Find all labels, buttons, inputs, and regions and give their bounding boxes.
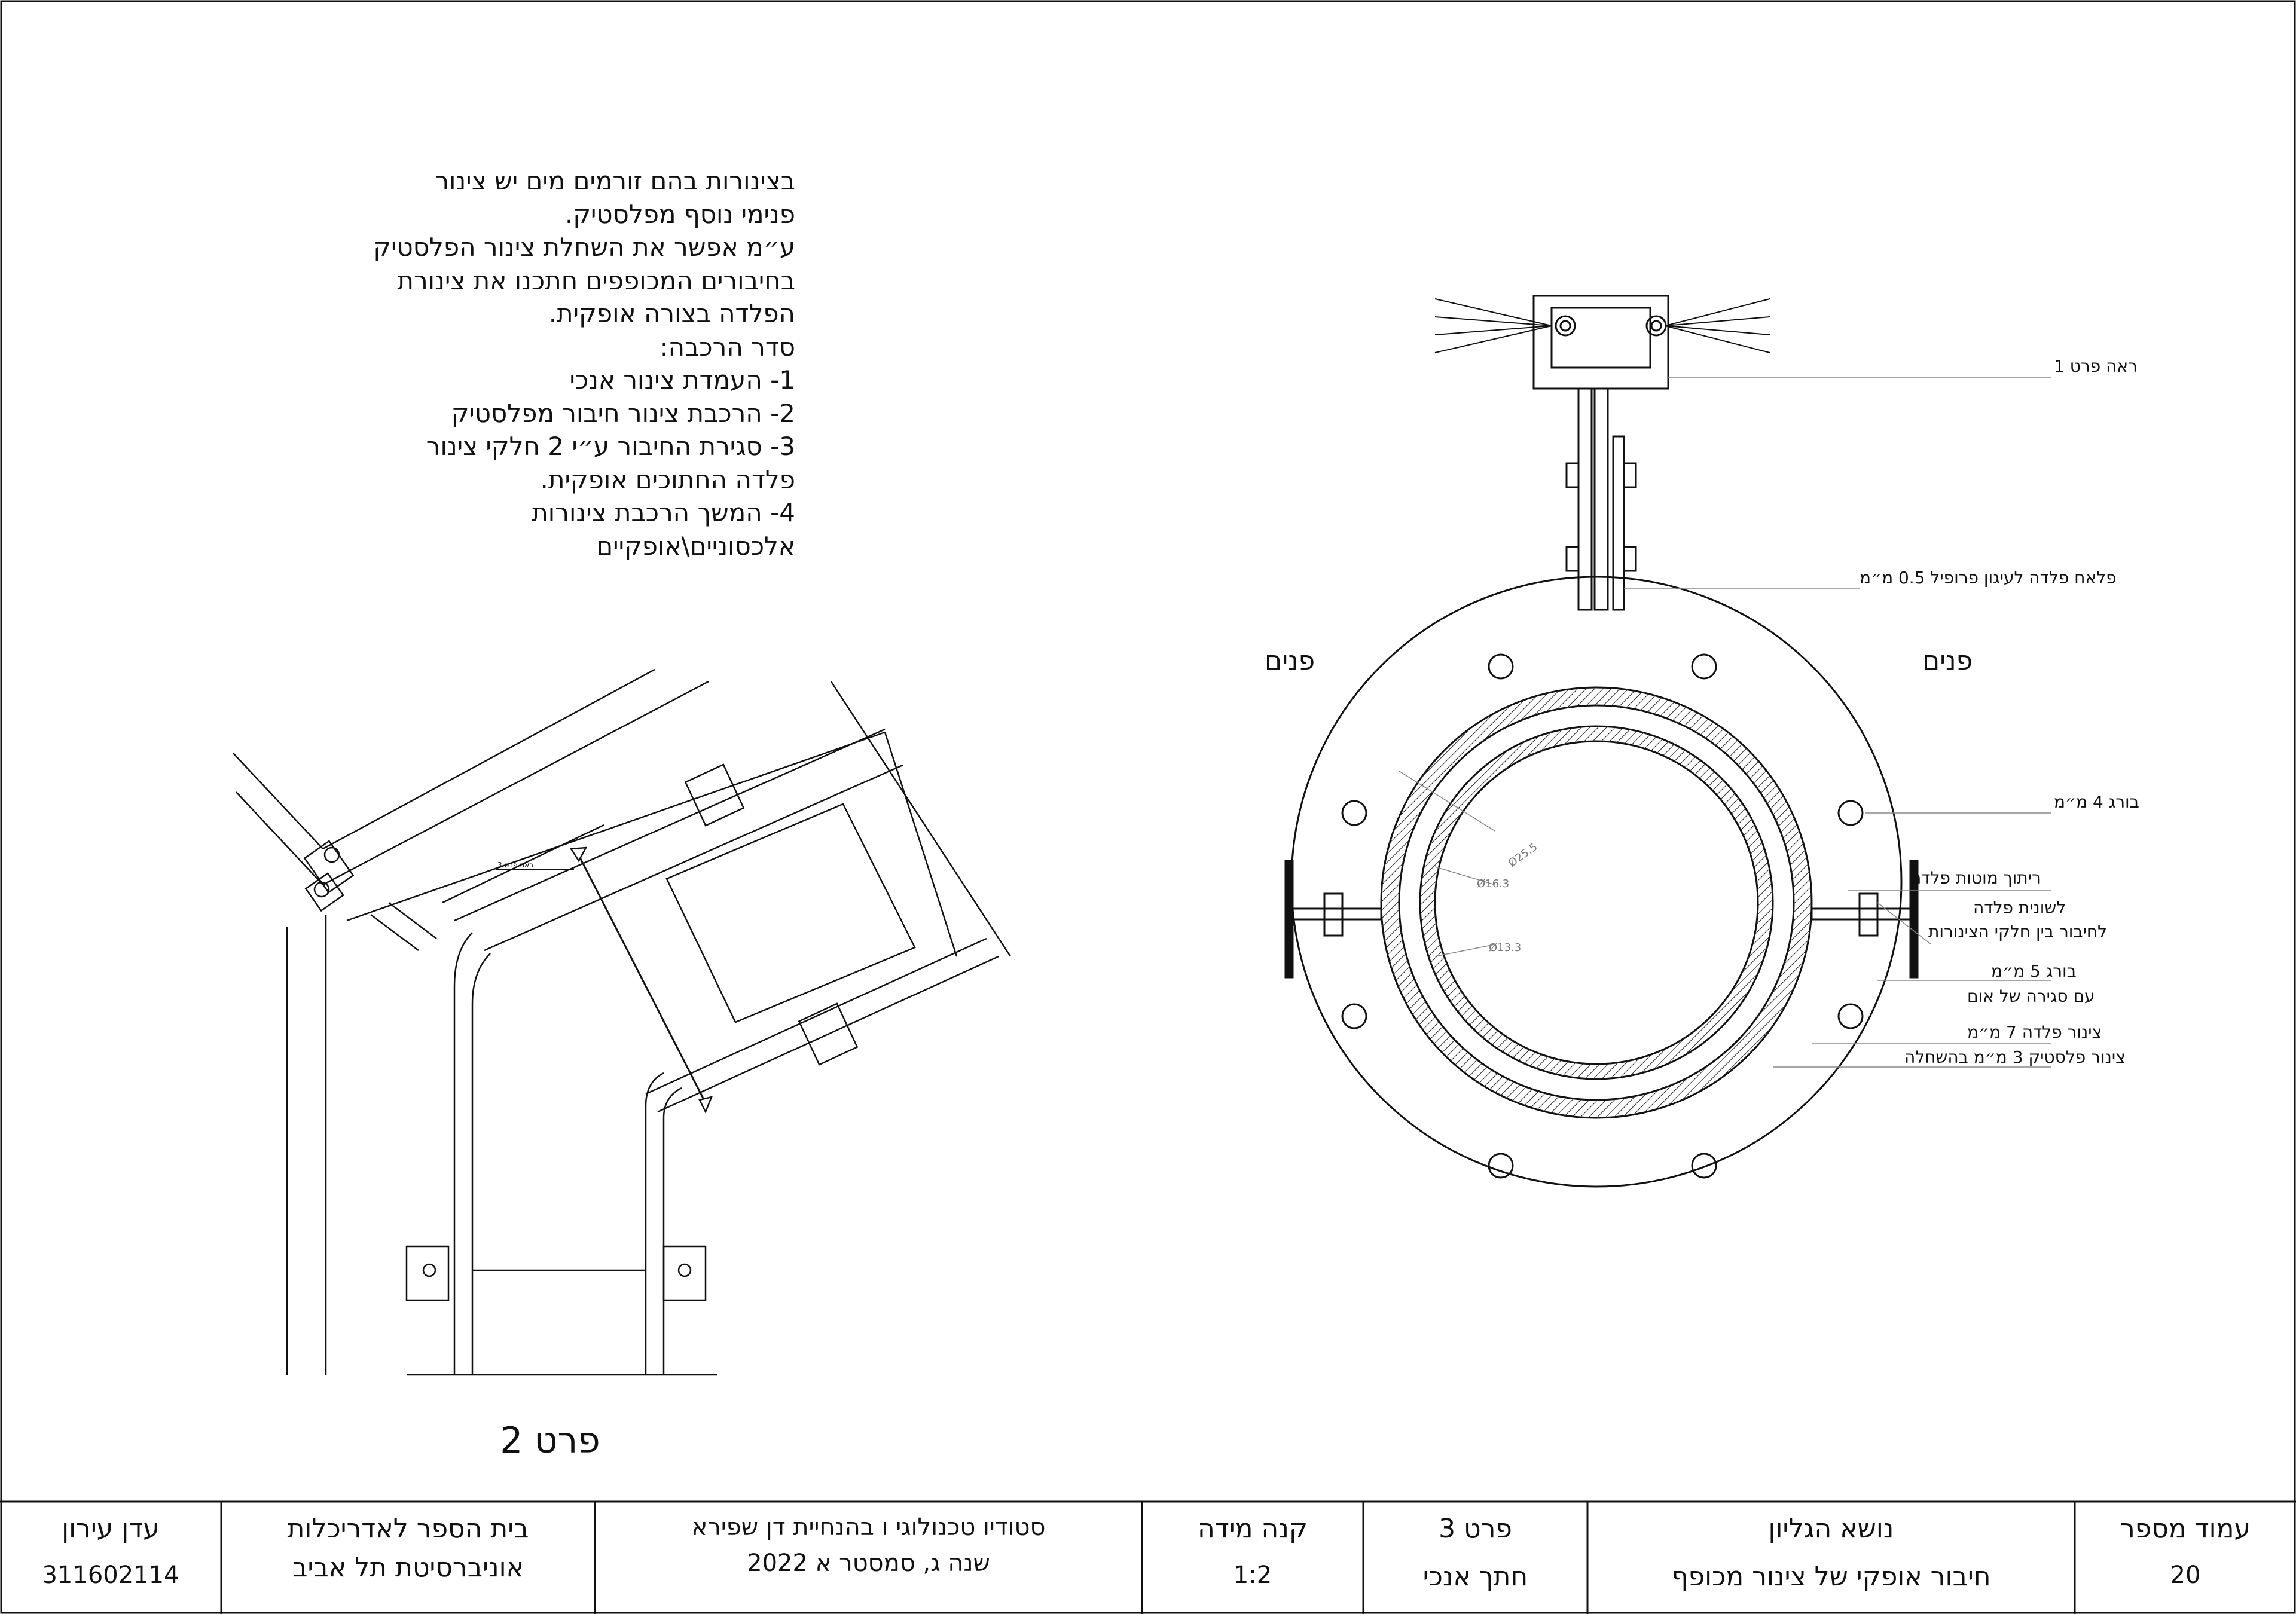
title-block-frame [0, 1500, 2296, 1614]
page-cell: עמוד מספר 20 [2075, 1502, 2296, 1614]
school-cell: בית הספר לאדריכלות אוניברסיטת תל אביב [221, 1502, 595, 1614]
detail-cell: פרט 3 חתך אנכי [1363, 1502, 1587, 1614]
note-line: בצינורות בהם זורמים מים יש צינור [435, 166, 795, 195]
school-line-1: בית הספר לאדריכלות [287, 1514, 529, 1544]
student-id: 311602114 [42, 1561, 179, 1589]
note-line: פנימי נוסף מפלסטיק. [564, 199, 795, 229]
elbow-pipe-detail [233, 668, 1012, 1376]
note-line: ע״מ אפשר את השחלת צינור הפלסטיק [373, 233, 795, 262]
dim-inner: Ø13.3 [1489, 941, 1522, 954]
student-name: עדן עירון [62, 1514, 160, 1544]
note-line: 2- הרכבת צינור חיבור מפלסטיק [451, 398, 795, 428]
page-label: עמוד מספר [2120, 1514, 2251, 1544]
scale-cell: קנה מידה 1:2 [1142, 1502, 1363, 1614]
see-detail-1-label: ראה פרט 1 [2054, 356, 2138, 376]
studio-line-2: שנה ג, סמסטר א 2022 [747, 1549, 990, 1577]
studio-line-1: סטודיו טכנולוגי ו בהנחיית דן שפירא [691, 1514, 1046, 1541]
steel-pipe-label: צינור פלדה 7 מ״מ [1967, 1022, 2102, 1042]
note-line: פלדה החתוכים אופקית. [540, 464, 795, 494]
subject-cell: נושא הגליון חיבור אופקי של צינור מכופף [1587, 1502, 2075, 1614]
title-block: עדן עירון 311602114 בית הספר לאדריכלות א… [0, 1502, 2296, 1614]
note-line: 1- העמדת צינור אנכי [569, 365, 796, 395]
detail-label: פרט 3 [1439, 1514, 1512, 1544]
plastic-pipe-label: צינור פלסטיק 3 מ״מ בהשחלה [1904, 1047, 2126, 1067]
scale-value: 1:2 [1233, 1561, 1272, 1589]
note-line: אלכסוניים\אופקיים [596, 531, 795, 561]
page-number: 20 [2170, 1561, 2201, 1589]
flat-plate-label: פלאח פלדה לעיגון פרופיל 0.5 מ״מ [1860, 568, 2117, 588]
face-label-left: פנים [1265, 646, 1315, 676]
see-detail-3-label: ראה פרט 3 [497, 861, 533, 869]
face-label-right: פנים [1922, 646, 1973, 676]
weld-label: ריתוך מוטות פלדה [1910, 868, 2041, 888]
dim-middle: Ø16.3 [1477, 878, 1510, 890]
note-line: הפלדה בצורה אופקית. [548, 299, 795, 328]
assembly-notes: בצינורות בהם זורמים מים יש צינור פנימי נ… [287, 164, 795, 563]
note-line: סדר הרכבה: [660, 332, 795, 362]
part-title: פרט 2 [500, 1420, 600, 1462]
pipe-section-detail [1284, 295, 2051, 1188]
student-cell: עדן עירון 311602114 [0, 1502, 221, 1614]
studio-cell: סטודיו טכנולוגי ו בהנחיית דן שפירא שנה ג… [595, 1502, 1142, 1614]
note-line: 3- סגירת החיבור ע״י 2 חלקי צינור [426, 432, 795, 461]
tongue-label-1: לשונית פלדה [1973, 898, 2066, 918]
bolt-5-label-1: בורג 5 מ״מ [1991, 961, 2077, 981]
subject-value: חיבור אופקי של צינור מכופף [1671, 1561, 1991, 1592]
subject-label: נושא הגליון [1768, 1514, 1894, 1544]
school-line-2: אוניברסיטת תל אביב [292, 1552, 524, 1583]
tongue-label-2: לחיבור בין חלקי הצינורות [1928, 922, 2108, 941]
note-line: 4- המשך הרכבת צינורות [532, 498, 795, 527]
detail-value: חתך אנכי [1422, 1561, 1528, 1592]
scale-label: קנה מידה [1197, 1514, 1308, 1544]
bolt-5-label-2: עם סגירה של אום [1967, 986, 2095, 1006]
bolt-4-label: בורג 4 מ״מ [2054, 792, 2139, 812]
note-line: בחיבורים המכופפים חתכנו את צינורת [397, 265, 795, 295]
